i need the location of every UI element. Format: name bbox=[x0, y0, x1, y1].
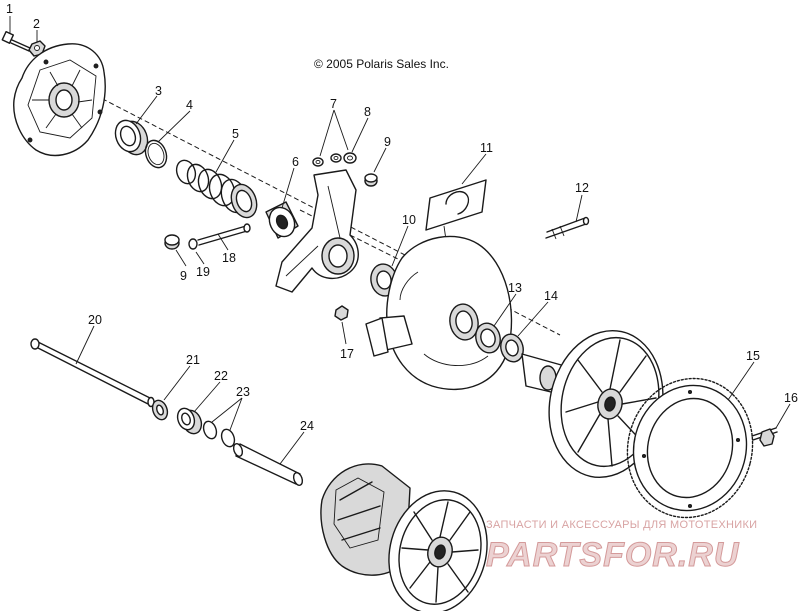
moveable-sheave bbox=[365, 235, 513, 390]
callout-1: 1 bbox=[6, 2, 13, 16]
part-14-washer bbox=[500, 333, 524, 363]
part-16-bolt bbox=[751, 427, 778, 447]
part-11-label bbox=[425, 179, 487, 241]
callout-19: 19 bbox=[196, 265, 210, 279]
callout-10: 10 bbox=[402, 213, 416, 227]
cover-plate bbox=[13, 43, 106, 157]
callout-8: 8 bbox=[364, 105, 371, 119]
part-9-pin-upper bbox=[364, 173, 378, 187]
callout-14: 14 bbox=[544, 289, 558, 303]
callout-23: 23 bbox=[236, 385, 250, 399]
callout-numbers: 1 2 3 4 5 6 7 8 9 11 12 10 13 14 15 16 1… bbox=[6, 2, 798, 433]
part-23-o-rings bbox=[202, 420, 236, 448]
callout-11: 11 bbox=[480, 141, 493, 155]
callout-5: 5 bbox=[232, 127, 239, 141]
part-15-ring-gear bbox=[626, 377, 754, 519]
callout-2: 2 bbox=[33, 17, 40, 31]
callout-9-upper: 9 bbox=[384, 135, 391, 149]
part-8-washer bbox=[343, 152, 357, 164]
callout-7: 7 bbox=[330, 97, 337, 111]
callout-9-lower: 9 bbox=[180, 269, 187, 283]
part-6-roller bbox=[265, 201, 299, 239]
clutch-arm bbox=[275, 169, 359, 293]
part-21-washer bbox=[151, 399, 169, 421]
callout-20: 20 bbox=[88, 313, 102, 327]
leader-lines bbox=[9, 16, 791, 465]
callout-4: 4 bbox=[186, 98, 193, 112]
callout-15: 15 bbox=[746, 349, 760, 363]
callout-17: 17 bbox=[340, 347, 354, 361]
callout-12: 12 bbox=[575, 181, 589, 195]
driven-clutch-assembly bbox=[320, 463, 488, 611]
part-7-washer bbox=[312, 153, 342, 167]
copyright-text: © 2005 Polaris Sales Inc. bbox=[314, 57, 449, 71]
callout-18: 18 bbox=[222, 251, 236, 265]
watermark-brand: PARTSFOR.RU bbox=[486, 536, 740, 574]
callout-24: 24 bbox=[300, 419, 314, 433]
part-17-nut bbox=[334, 305, 349, 321]
callout-3: 3 bbox=[155, 84, 162, 98]
part-13-bushing bbox=[475, 322, 501, 354]
callout-6: 6 bbox=[292, 155, 299, 169]
callout-22: 22 bbox=[214, 369, 228, 383]
callout-21: 21 bbox=[186, 353, 200, 367]
part-4-snap-ring bbox=[144, 139, 168, 169]
part-24-tube bbox=[232, 443, 304, 486]
part-19-washer bbox=[188, 238, 198, 250]
part-2-nut bbox=[28, 40, 46, 57]
part-22-bushing bbox=[176, 407, 203, 435]
part-20-shaft bbox=[30, 338, 155, 408]
part-12-shaft bbox=[545, 216, 590, 240]
callout-16: 16 bbox=[784, 391, 798, 405]
part-18-pin bbox=[197, 223, 251, 246]
callout-13: 13 bbox=[508, 281, 522, 295]
watermark: ЗАПЧАСТИ И АКСЕССУАРЫ ДЛЯ МОТОТЕХНИКИ PA… bbox=[486, 519, 758, 575]
part-3-bushing bbox=[114, 119, 149, 156]
part-5-spring bbox=[175, 159, 258, 219]
watermark-tagline: ЗАПЧАСТИ И АКСЕССУАРЫ ДЛЯ МОТОТЕХНИКИ bbox=[486, 519, 757, 531]
part-1-bolt bbox=[1, 30, 31, 52]
part-9-pin-lower bbox=[164, 234, 180, 250]
